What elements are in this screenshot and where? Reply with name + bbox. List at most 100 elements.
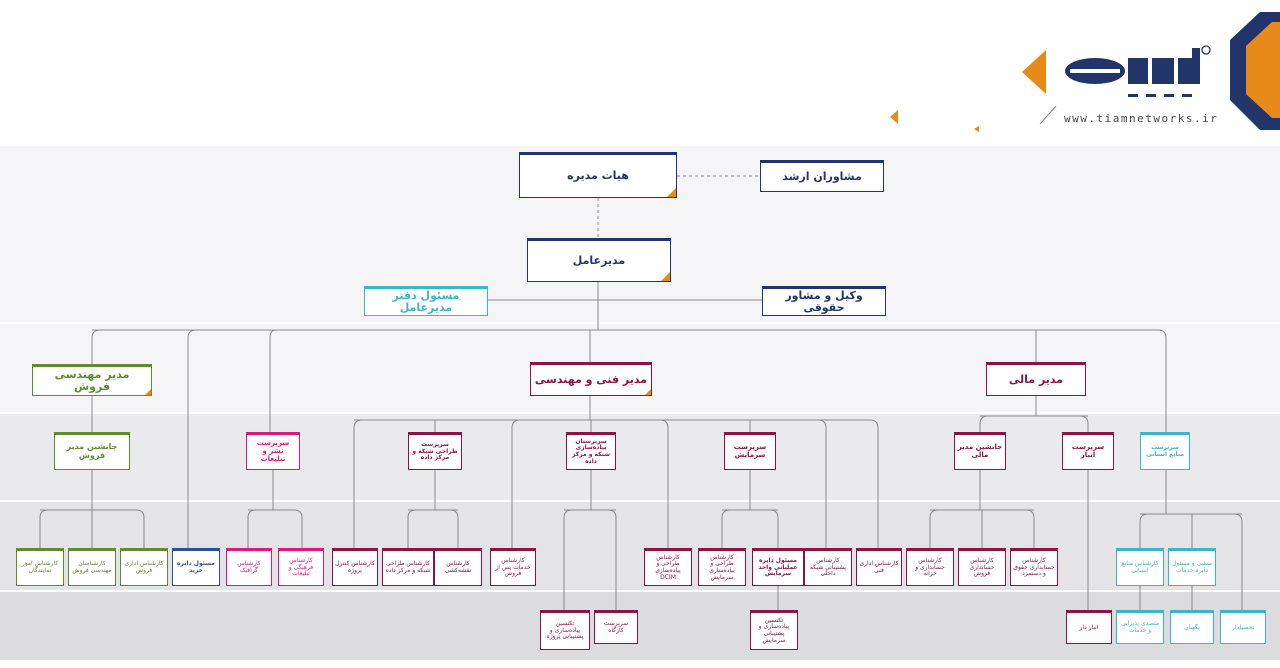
sales-admin-label: کارشناس اداری فروش [124, 560, 164, 574]
acc-payroll-label: کارشناس حسابداری حقوق و دستمزد [1013, 556, 1055, 578]
storekeeper-label: انبار دار [1079, 623, 1099, 631]
sales-admin-node[interactable]: کارشناس اداری فروش [120, 548, 168, 586]
tech-manager-label: مدیر فنی و مهندسی [534, 372, 648, 386]
ceo-node[interactable]: مدیرعامل [527, 238, 671, 282]
senior-advisors-label: مشاوران ارشد [782, 169, 862, 183]
workshop-sup-node[interactable]: سرپرست کارگاه [594, 610, 638, 644]
service-clerk-node[interactable]: متصدی پذیرایی و خدمات [1116, 610, 1164, 644]
tiam-logo [1022, 12, 1280, 130]
purchasing-label: مسئول دایره خرید [177, 560, 215, 574]
ceo-office-node[interactable]: مسئول دفتر مدیرعامل [364, 286, 488, 316]
graphic-label: کارشناس گرافیک [237, 560, 261, 574]
network-impl-sup-node[interactable]: سرپرستان پیاده‌سازی شبکه و مرکز داده [566, 432, 616, 470]
connector-line [607, 509, 617, 610]
impl-tech-label: تکنسین پیاده‌سازی و پشتیبانی پروژه [546, 619, 584, 641]
sales-deputy-node[interactable]: جانشین مدیر فروش [54, 432, 130, 470]
hr-expert-node[interactable]: کارشناس منابع انسانی [1116, 548, 1164, 586]
workshop-sup-label: سرپرست کارگاه [603, 620, 629, 634]
mapping-node[interactable]: کارشناس نقشه‌کشی [434, 548, 482, 586]
board-label: هیات مدیره [567, 168, 629, 182]
internal-support-node[interactable]: کارشناس پشتیبانی شبکه داخلی [804, 548, 852, 586]
rep-affairs-node[interactable]: کارشناس امور نمایندگان [16, 548, 64, 586]
connector-line [187, 329, 197, 548]
cooling-ops-label: مسئول دایره عملیاتی واحد سرمایش [758, 556, 798, 578]
project-control-label: کارشناس کنترل پروژه [335, 560, 375, 574]
collector-node[interactable]: تحصیلدار [1220, 610, 1266, 644]
finance-deputy-node[interactable]: جانشین مدیر مالی [954, 432, 1006, 470]
services-head-node[interactable]: منشی و مسئول دایره خدمات [1168, 548, 1216, 586]
hr-expert-label: کارشناس منابع انسانی [1121, 560, 1159, 574]
culture-ads-node[interactable]: کارشناس فرهنگی و تبلیغات [278, 548, 324, 586]
storekeeper-node[interactable]: انبار دار [1066, 610, 1112, 644]
connector-line [293, 509, 303, 548]
cooling-tech-label: تکنسین پیاده‌سازی و پشتیبانی سرمایش [758, 616, 790, 644]
sales-manager-label: مدیر مهندسی فروش [54, 367, 130, 393]
connector-line [563, 509, 573, 610]
connector-line [1157, 329, 1167, 432]
internal-support-label: کارشناس پشتیبانی شبکه داخلی [809, 556, 847, 578]
cooling-sup-node[interactable]: سرپرست سرمایش [724, 432, 776, 470]
acc-treasury-node[interactable]: کارشناس حسابداری و خزانه [906, 548, 954, 586]
sales-engineers-label: کارشناسان مهندسی فروش [72, 560, 112, 574]
warehouse-sup-node[interactable]: سرپرست انبار [1062, 432, 1114, 470]
website-url: www.tiamnetworks.ir [1064, 112, 1219, 125]
acc-treasury-label: کارشناس حسابداری و خزانه [915, 556, 945, 578]
cooling-impl-node[interactable]: کارشناس طراحی و پیاده‌سازی سرمایش [698, 548, 746, 586]
connector-line [449, 509, 459, 548]
connector-line [1233, 513, 1243, 610]
purchasing-node[interactable]: مسئول دایره خرید [172, 548, 220, 586]
decor-arrow-icon [890, 110, 898, 124]
connector-line [407, 509, 417, 548]
collector-label: تحصیلدار [1231, 623, 1255, 631]
cooling-ops-node[interactable]: مسئول دایره عملیاتی واحد سرمایش [752, 548, 804, 586]
finance-manager-label: مدیر مالی [1008, 372, 1064, 386]
connector-line [353, 419, 363, 548]
project-control-node[interactable]: کارشناس کنترل پروژه [332, 548, 378, 586]
connector-line [817, 419, 827, 548]
admin-tech-label: کارشناس اداری فنی [859, 560, 899, 574]
sales-deputy-label: جانشین مدیر فروش [66, 442, 118, 460]
acc-sales-node[interactable]: کارشناس حسابداری فروش [958, 548, 1006, 586]
network-design-sup-label: سرپرست طراحی شبکه و مرکز داده [412, 440, 458, 462]
cooling-tech-node[interactable]: تکنسین پیاده‌سازی و پشتیبانی سرمایش [750, 610, 798, 650]
design-expert-node[interactable]: کارشناس طراحی شبکه و مرکز داده [382, 548, 434, 586]
network-design-sup-node[interactable]: سرپرست طراحی شبکه و مرکز داده [408, 432, 462, 470]
cooling-sup-label: سرپرست سرمایش [733, 443, 767, 459]
senior-advisors-node[interactable]: مشاوران ارشد [760, 160, 884, 192]
legal-label: وکیل و مشاور حقوقی [785, 288, 863, 314]
acc-payroll-node[interactable]: کارشناس حسابداری حقوق و دستمزد [1010, 548, 1058, 586]
sales-manager-node[interactable]: مدیر مهندسی فروش [32, 364, 152, 396]
graphic-node[interactable]: کارشناس گرافیک [226, 548, 272, 586]
connector-line [39, 509, 49, 548]
connector-line [1025, 509, 1035, 548]
warehouse-sup-label: سرپرست انبار [1071, 443, 1105, 459]
services-head-label: منشی و مسئول دایره خدمات [1172, 560, 1212, 574]
connector-line [979, 415, 989, 432]
guard-label: نگهبان [1184, 623, 1200, 631]
connector-line [869, 419, 879, 548]
connector-line [135, 509, 145, 548]
connector-line [511, 419, 521, 548]
after-sales-node[interactable]: کارشناس خدمات پس از فروش [490, 548, 536, 586]
cooling-impl-label: کارشناس طراحی و پیاده‌سازی سرمایش [709, 553, 735, 581]
hr-sup-node[interactable]: سرپرست منابع انسانی [1140, 432, 1190, 470]
impl-tech-node[interactable]: تکنسین پیاده‌سازی و پشتیبانی پروژه [540, 610, 590, 650]
connector-line [91, 329, 101, 364]
admin-tech-node[interactable]: کارشناس اداری فنی [856, 548, 902, 586]
dcim-node[interactable]: کارشناس طراحی و پیاده‌سازی DCIM [644, 548, 692, 586]
finance-deputy-label: جانشین مدیر مالی [957, 443, 1003, 459]
design-expert-label: کارشناس طراحی شبکه و مرکز داده [385, 560, 431, 574]
board-node[interactable]: هیات مدیره [519, 152, 677, 198]
ceo-office-label: مسئول دفتر مدیرعامل [392, 288, 460, 314]
publishing-sup-node[interactable]: سرپرست نشر و تبلیغات [246, 432, 300, 470]
ceo-label: مدیرعامل [572, 253, 626, 267]
connector-line [1079, 415, 1089, 432]
legal-node[interactable]: وکیل و مشاور حقوقی [762, 286, 886, 316]
sales-engineers-node[interactable]: کارشناسان مهندسی فروش [68, 548, 116, 586]
culture-ads-label: کارشناس فرهنگی و تبلیغات [288, 556, 314, 578]
tech-manager-node[interactable]: مدیر فنی و مهندسی [530, 362, 652, 396]
guard-node[interactable]: نگهبان [1170, 610, 1214, 644]
finance-manager-node[interactable]: مدیر مالی [986, 362, 1086, 396]
service-clerk-label: متصدی پذیرایی و خدمات [1120, 620, 1160, 634]
